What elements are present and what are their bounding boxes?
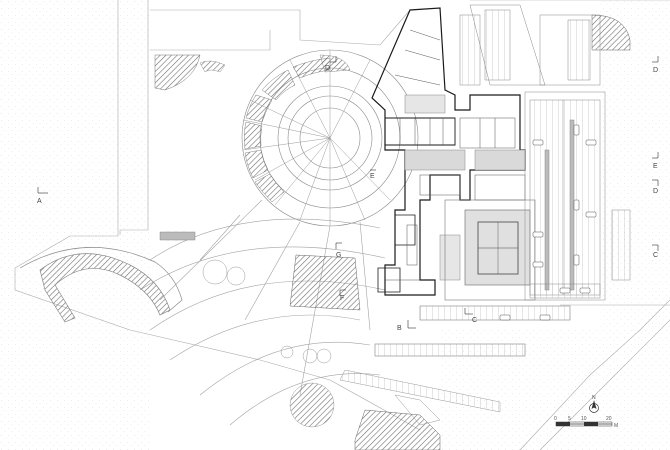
section-label-e-top: E [370,173,375,180]
section-label-e-right: E [653,163,658,170]
section-mark-e-right: E [652,152,659,170]
parking-top-right [459,4,631,281]
section-label-d-right: D [653,67,658,74]
bottom-path [394,394,441,426]
section-label-f: F [340,295,344,302]
section-label-g: G [336,252,341,259]
north-arrow-icon: N [589,395,599,413]
section-mark-g: G [335,242,342,259]
scale-tick-20: 20 [606,416,612,422]
scale-tick-0: 0 [554,416,557,422]
section-mark-f: F [339,289,346,302]
section-label-c: C [472,317,477,324]
parked-cars [499,124,597,321]
scale-bar: 0 5 10 20 M [554,416,618,429]
section-mark-d-top: D [325,56,337,72]
scale-tick-5: 5 [568,416,571,422]
section-mark-b: B [397,320,416,332]
stippled-ground-left [0,0,150,450]
section-marks: A B C D D E E F G D C [37,56,659,332]
section-mark-a: A [37,187,48,205]
sports-court [464,209,531,286]
trees [163,231,335,428]
curved-pavilion-left [19,247,183,323]
scale-tick-10: 10 [581,416,587,422]
parking-strip-bottom [339,305,571,413]
section-label-a: A [37,198,42,205]
site-boundaries [14,0,670,450]
section-mark-c: C [464,308,477,324]
section-label-d-right2: D [653,188,658,195]
fan-plaza [139,199,386,426]
bench-strip [159,231,196,241]
amphitheatre-radial-lines [242,50,391,226]
hatched-lawn-bottom [354,409,441,450]
amphitheatre-hatched-segments [244,57,331,203]
north-label: N [592,395,596,401]
section-mark-e-top: E [370,169,376,180]
section-label-b: B [397,325,402,332]
hatched-lawn-center [289,254,361,311]
section-label-d-top: D [325,65,330,72]
stippled-ground-right [600,0,670,330]
scale-unit: M [614,423,618,429]
section-mark-d-right: D [652,56,659,74]
section-mark-d-right2: D [652,179,659,195]
section-label-c-right: C [653,252,658,259]
section-mark-c-right: C [652,244,659,259]
parking-lot [524,91,606,301]
